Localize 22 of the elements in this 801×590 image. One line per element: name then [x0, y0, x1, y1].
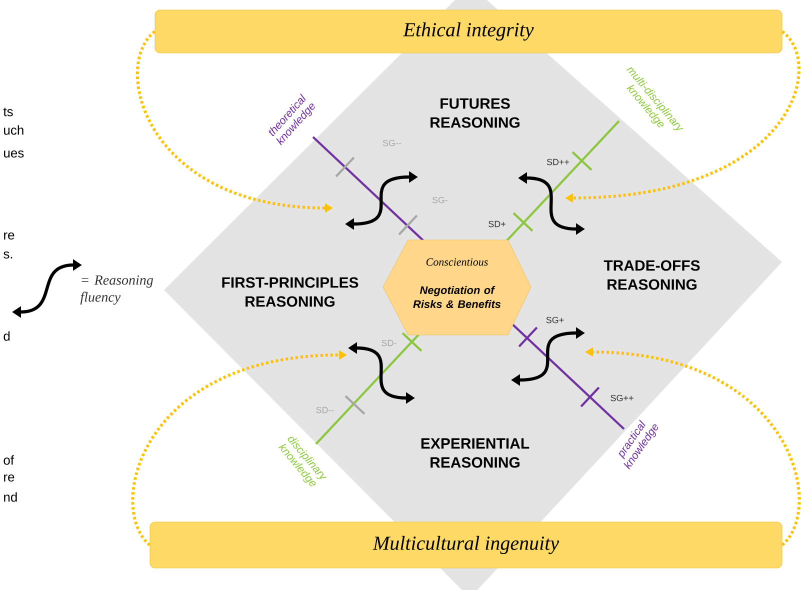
quadrant-label: EXPERIENTIAL REASONING — [421, 438, 530, 468]
hexagon: Conscientious Negotiation of Risks & Benefits — [382, 240, 532, 336]
cut-off-text: s. — [4, 251, 12, 259]
cut-off-text: uch — [4, 125, 24, 135]
cut-off-text: nd — [4, 492, 17, 502]
tick-label: SD-- — [316, 406, 334, 414]
cut-off-text: re — [4, 474, 14, 482]
cut-off-text: ts — [3, 108, 13, 116]
tick-label: SG+ — [546, 316, 564, 324]
legend-text: = Reasoning fluency — [80, 275, 153, 305]
cut-off-text: d — [4, 331, 10, 341]
quadrant-label: FUTURES REASONING — [430, 98, 520, 128]
cut-off-text: of — [4, 455, 14, 465]
cut-off-text: re — [4, 232, 14, 240]
tick-label: SG- — [432, 196, 448, 204]
tick-label: SG-- — [382, 140, 402, 146]
tick-label: SD++ — [546, 158, 570, 166]
quadrant-label: FIRST-PRINCIPLES REASONING — [222, 277, 358, 307]
quadrant-label: TRADE-OFFS REASONING — [604, 260, 700, 290]
tick-label: SD+ — [488, 220, 506, 228]
tick-label: SG++ — [610, 394, 634, 402]
cut-off-text: ues — [4, 150, 24, 158]
